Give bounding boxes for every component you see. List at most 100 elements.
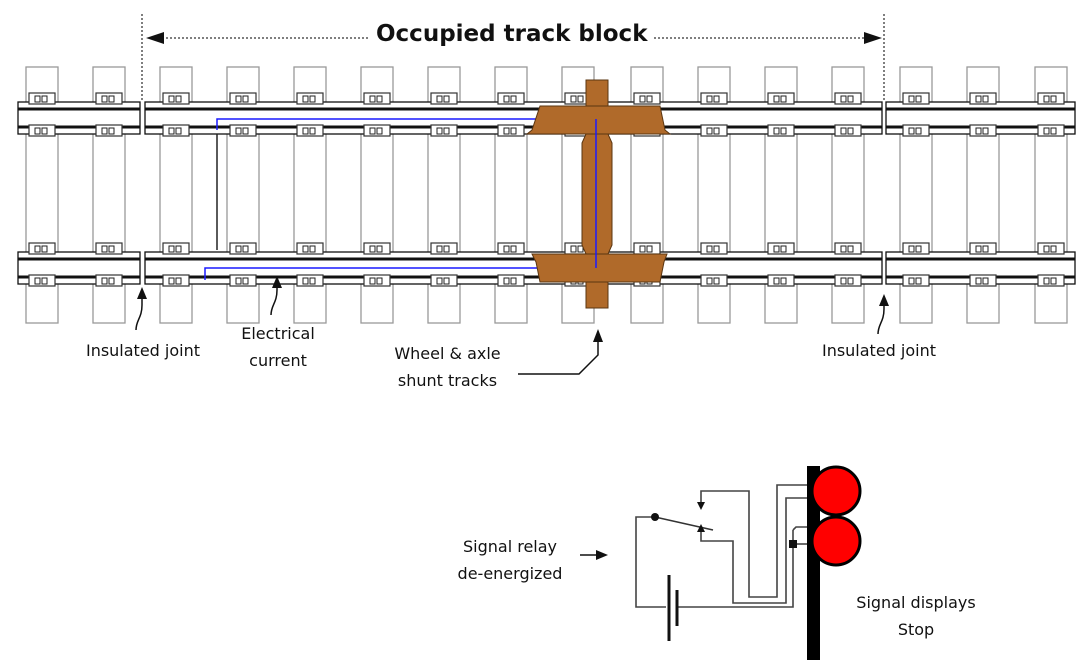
- spike-icon: [570, 245, 577, 253]
- spike-icon: [908, 127, 915, 135]
- spike-icon: [175, 95, 182, 103]
- spike-icon: [773, 127, 780, 135]
- spike-icon: [706, 277, 713, 285]
- spike-icon: [915, 277, 922, 285]
- spike-icon: [309, 127, 316, 135]
- spike-icon: [235, 127, 242, 135]
- spike-icon: [510, 127, 517, 135]
- spike-icon: [503, 95, 510, 103]
- spike-icon: [242, 95, 249, 103]
- spike-icon: [915, 127, 922, 135]
- spike-icon: [780, 277, 787, 285]
- spike-icon: [1050, 245, 1057, 253]
- spike-icon: [1050, 277, 1057, 285]
- spike-icon: [1043, 127, 1050, 135]
- pointer-insulated-joint-right: [877, 294, 889, 335]
- spike-icon: [34, 95, 41, 103]
- spike-icon: [1050, 95, 1057, 103]
- spike-icon: [41, 277, 48, 285]
- spike-icon: [101, 95, 108, 103]
- spike-icon: [1043, 245, 1050, 253]
- spike-icon: [577, 245, 584, 253]
- spike-icon: [369, 127, 376, 135]
- pointer-wheel-axle: [518, 329, 603, 375]
- circuit-junction: [789, 540, 797, 548]
- spike-icon: [975, 245, 982, 253]
- spike-icon: [175, 245, 182, 253]
- spike-icon: [780, 127, 787, 135]
- spike-icon: [639, 245, 646, 253]
- spike-icon: [975, 95, 982, 103]
- spike-icon: [168, 245, 175, 253]
- spike-icon: [713, 277, 720, 285]
- spike-icon: [242, 245, 249, 253]
- spike-icon: [510, 95, 517, 103]
- label-signal-relay: Signal relay de-energized: [457, 537, 563, 583]
- spike-icon: [101, 277, 108, 285]
- spike-icon: [369, 245, 376, 253]
- spike-icon: [1043, 277, 1050, 285]
- spike-icon: [713, 245, 720, 253]
- spike-icon: [773, 245, 780, 253]
- spike-icon: [646, 95, 653, 103]
- spike-icon: [376, 95, 383, 103]
- spike-icon: [975, 127, 982, 135]
- spike-icon: [503, 277, 510, 285]
- spike-icon: [168, 127, 175, 135]
- spike-icon: [713, 127, 720, 135]
- spike-icon: [713, 95, 720, 103]
- spike-icon: [706, 95, 713, 103]
- spike-icon: [1050, 127, 1057, 135]
- spike-icon: [646, 245, 653, 253]
- spike-icon: [840, 245, 847, 253]
- spike-icon: [235, 277, 242, 285]
- spike-icon: [376, 245, 383, 253]
- spike-icon: [175, 277, 182, 285]
- spike-icon: [41, 245, 48, 253]
- spike-icon: [510, 277, 517, 285]
- spike-icon: [41, 127, 48, 135]
- spike-icon: [108, 127, 115, 135]
- spike-icon: [1043, 95, 1050, 103]
- spike-icon: [436, 245, 443, 253]
- spike-icon: [908, 95, 915, 103]
- tie-plates: [28, 92, 1065, 287]
- spike-icon: [302, 245, 309, 253]
- pointer-electrical-current: [270, 276, 282, 316]
- spike-icon: [915, 95, 922, 103]
- spike-icon: [302, 277, 309, 285]
- spike-icon: [235, 245, 242, 253]
- spike-icon: [780, 95, 787, 103]
- spike-icon: [168, 95, 175, 103]
- spike-icon: [975, 277, 982, 285]
- spike-icon: [570, 95, 577, 103]
- spike-icon: [773, 95, 780, 103]
- spike-icon: [908, 277, 915, 285]
- spike-icon: [34, 277, 41, 285]
- relay-contact-lower: [697, 524, 705, 532]
- spike-icon: [639, 95, 646, 103]
- signal-light-bottom: [810, 515, 862, 567]
- relay-contact-upper: [697, 502, 705, 510]
- spike-icon: [577, 95, 584, 103]
- spike-icon: [982, 95, 989, 103]
- spike-icon: [908, 245, 915, 253]
- spike-icon: [840, 277, 847, 285]
- spike-icon: [242, 277, 249, 285]
- spike-icon: [915, 245, 922, 253]
- spike-icon: [510, 245, 517, 253]
- battery-icon: [667, 575, 679, 641]
- spike-icon: [847, 245, 854, 253]
- spike-icon: [443, 127, 450, 135]
- relay-circuit: [635, 484, 808, 608]
- spike-icon: [168, 277, 175, 285]
- spike-icon: [773, 277, 780, 285]
- spike-icon: [34, 245, 41, 253]
- signal-light-top: [810, 465, 862, 517]
- spike-icon: [443, 245, 450, 253]
- spike-icon: [847, 95, 854, 103]
- spike-icon: [503, 245, 510, 253]
- spike-icon: [302, 127, 309, 135]
- spike-icon: [706, 127, 713, 135]
